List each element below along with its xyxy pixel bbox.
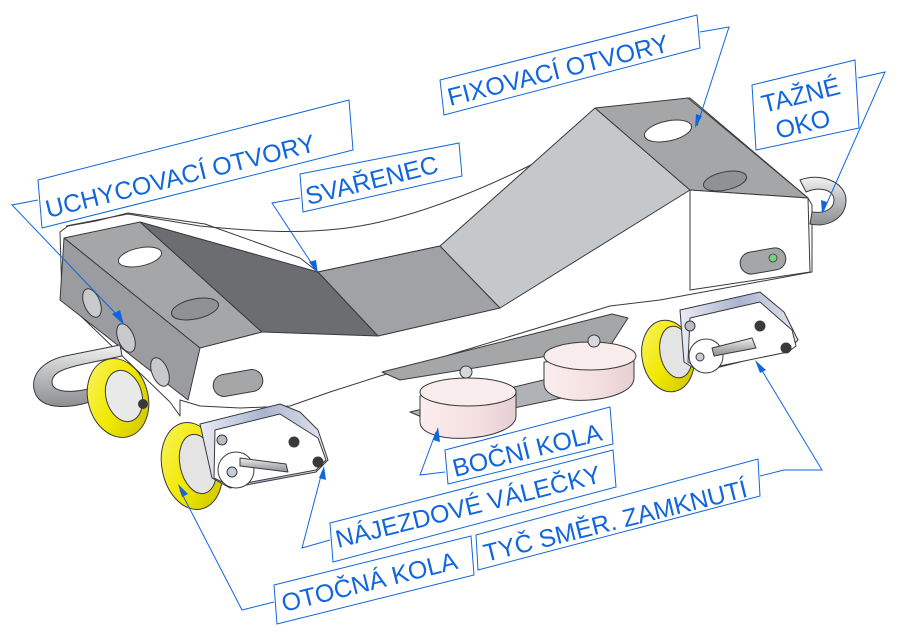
mount-hole bbox=[170, 297, 220, 321]
bolt bbox=[226, 466, 238, 478]
bolt bbox=[754, 320, 766, 332]
rear-rim bbox=[65, 99, 691, 232]
mount-hole bbox=[117, 246, 163, 268]
bolt bbox=[138, 399, 148, 409]
fixing-hole bbox=[702, 170, 748, 192]
bolt bbox=[684, 320, 696, 332]
rear-left-caster bbox=[86, 358, 150, 438]
front-right-caster bbox=[641, 291, 799, 393]
side-hole bbox=[116, 323, 136, 353]
nut bbox=[459, 365, 473, 379]
slot bbox=[212, 369, 264, 397]
tow-eye-right bbox=[799, 176, 847, 226]
side-hole bbox=[150, 357, 170, 387]
bolt bbox=[312, 456, 324, 468]
nut bbox=[587, 334, 601, 348]
bolt bbox=[216, 434, 228, 446]
side-rollers bbox=[381, 313, 637, 439]
left-box-side bbox=[59, 237, 201, 401]
front-left-caster bbox=[160, 403, 329, 510]
label-svarenec: SVAŘENEC bbox=[302, 150, 441, 211]
lock-rod bbox=[239, 457, 289, 473]
bolt bbox=[695, 352, 705, 362]
fixing-hole bbox=[643, 119, 693, 143]
side-hole bbox=[82, 288, 102, 318]
lock-rod bbox=[711, 337, 757, 357]
side-roller bbox=[543, 341, 637, 401]
bolt bbox=[780, 342, 792, 354]
right-box-end bbox=[689, 189, 811, 291]
bolt bbox=[768, 253, 778, 263]
weldment-body bbox=[59, 97, 813, 417]
roller-top bbox=[419, 377, 517, 407]
side-roller bbox=[419, 377, 517, 439]
wheel-hub bbox=[104, 369, 144, 423]
roller-mount-plate bbox=[381, 313, 629, 381]
roller-top bbox=[543, 341, 637, 371]
bolt bbox=[288, 436, 300, 448]
caster-disc bbox=[688, 338, 724, 374]
label-otocna-kola: OTOČNÁ KOLA bbox=[278, 546, 460, 618]
